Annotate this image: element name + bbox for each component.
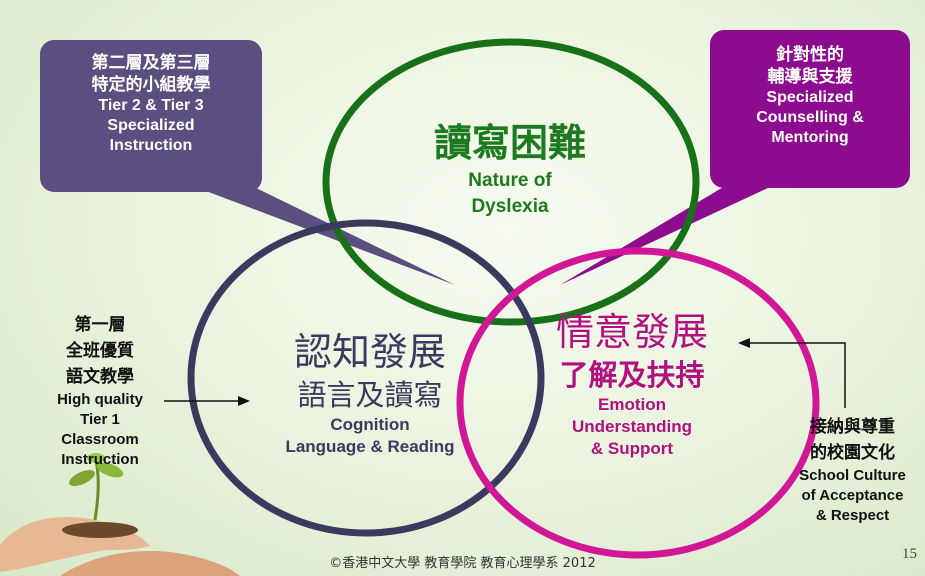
circle-nature-of-dyslexia [322,38,700,326]
right-circle-en1: Emotion [598,395,666,414]
top-circle-en2: Dyslexia [471,196,549,217]
side-left-en3: Classroom [61,431,139,448]
callout-right-en1: Specialized [766,89,854,106]
arrow-right-to-emotion [738,338,846,408]
page-number: 15 [902,546,917,562]
callout-right-cjk2: 輔導與支援 [767,67,853,87]
callout-right-box [710,30,910,188]
side-left-en1: High quality [57,391,143,408]
callout-left-en3: Instruction [109,137,193,154]
left-circle-cjk1: 認知發展 [293,330,446,374]
circle-cognition [187,219,545,537]
side-left-en4: Instruction [61,451,139,468]
callout-right-en2: Counselling & [756,109,864,126]
top-circle-en1: Nature of [468,170,552,191]
callout-right-cjk1: 針對性的 [776,45,844,65]
callout-right-tail [560,180,785,285]
side-right-text: 接納與尊重 的校園文化 School Culture of Acceptance… [780,414,925,526]
callout-left-en1: Tier 2 & Tier 3 [98,97,204,114]
callout-left-tail [190,185,455,285]
callout-left-cjk2: 特定的小組教學 [91,75,211,95]
side-left-cjk3: 語文教學 [66,367,134,387]
callout-left-box [40,40,262,192]
side-right-en3: & Respect [815,507,890,524]
callout-right-text: 針對性的 輔導與支援 Specialized Counselling & Men… [710,44,910,148]
left-circle-label: 認知發展 語言及讀寫 Cognition Language & Reading [255,328,485,458]
right-circle-en3: & Support [590,439,674,458]
circle-emotion [456,247,820,559]
right-circle-cjk1: 情意發展 [555,310,708,354]
arrow-left-to-cognition [164,396,250,406]
side-right-cjk2: 的校園文化 [810,443,895,463]
callout-left-cjk1: 第二層及第三層 [91,53,211,73]
side-right-cjk1: 接納與尊重 [810,417,895,437]
left-circle-en1: Cognition [330,415,410,434]
side-right-en2: of Acceptance [801,487,904,504]
side-left-cjk1: 第一層 [74,315,126,335]
callout-left-text: 第二層及第三層 特定的小組教學 Tier 2 & Tier 3 Speciali… [40,52,262,156]
left-circle-cjk2: 語言及讀寫 [297,378,443,412]
side-left-en2: Tier 1 [80,411,120,428]
callout-left-en2: Specialized [107,117,195,134]
side-left-text: 第一層 全班優質 語文教學 High quality Tier 1 Classr… [30,312,170,470]
right-circle-en2: Understanding [572,417,692,436]
right-circle-cjk2: 了解及扶持 [559,358,705,392]
left-circle-en2: Language & Reading [285,437,455,456]
top-circle-label: 讀寫困難 Nature of Dyslexia [370,118,650,220]
right-circle-label: 情意發展 了解及扶持 Emotion Understanding & Suppo… [522,308,742,460]
side-left-cjk2: 全班優質 [66,341,134,361]
footer-copyright: ©香港中文大學 教育學院 教育心理學系 2012 [329,556,596,571]
callout-right-en3: Mentoring [771,129,849,146]
hands-plant-image [0,453,240,576]
side-right-en1: School Culture [799,467,906,484]
top-circle-cjk: 讀寫困難 [433,120,586,165]
